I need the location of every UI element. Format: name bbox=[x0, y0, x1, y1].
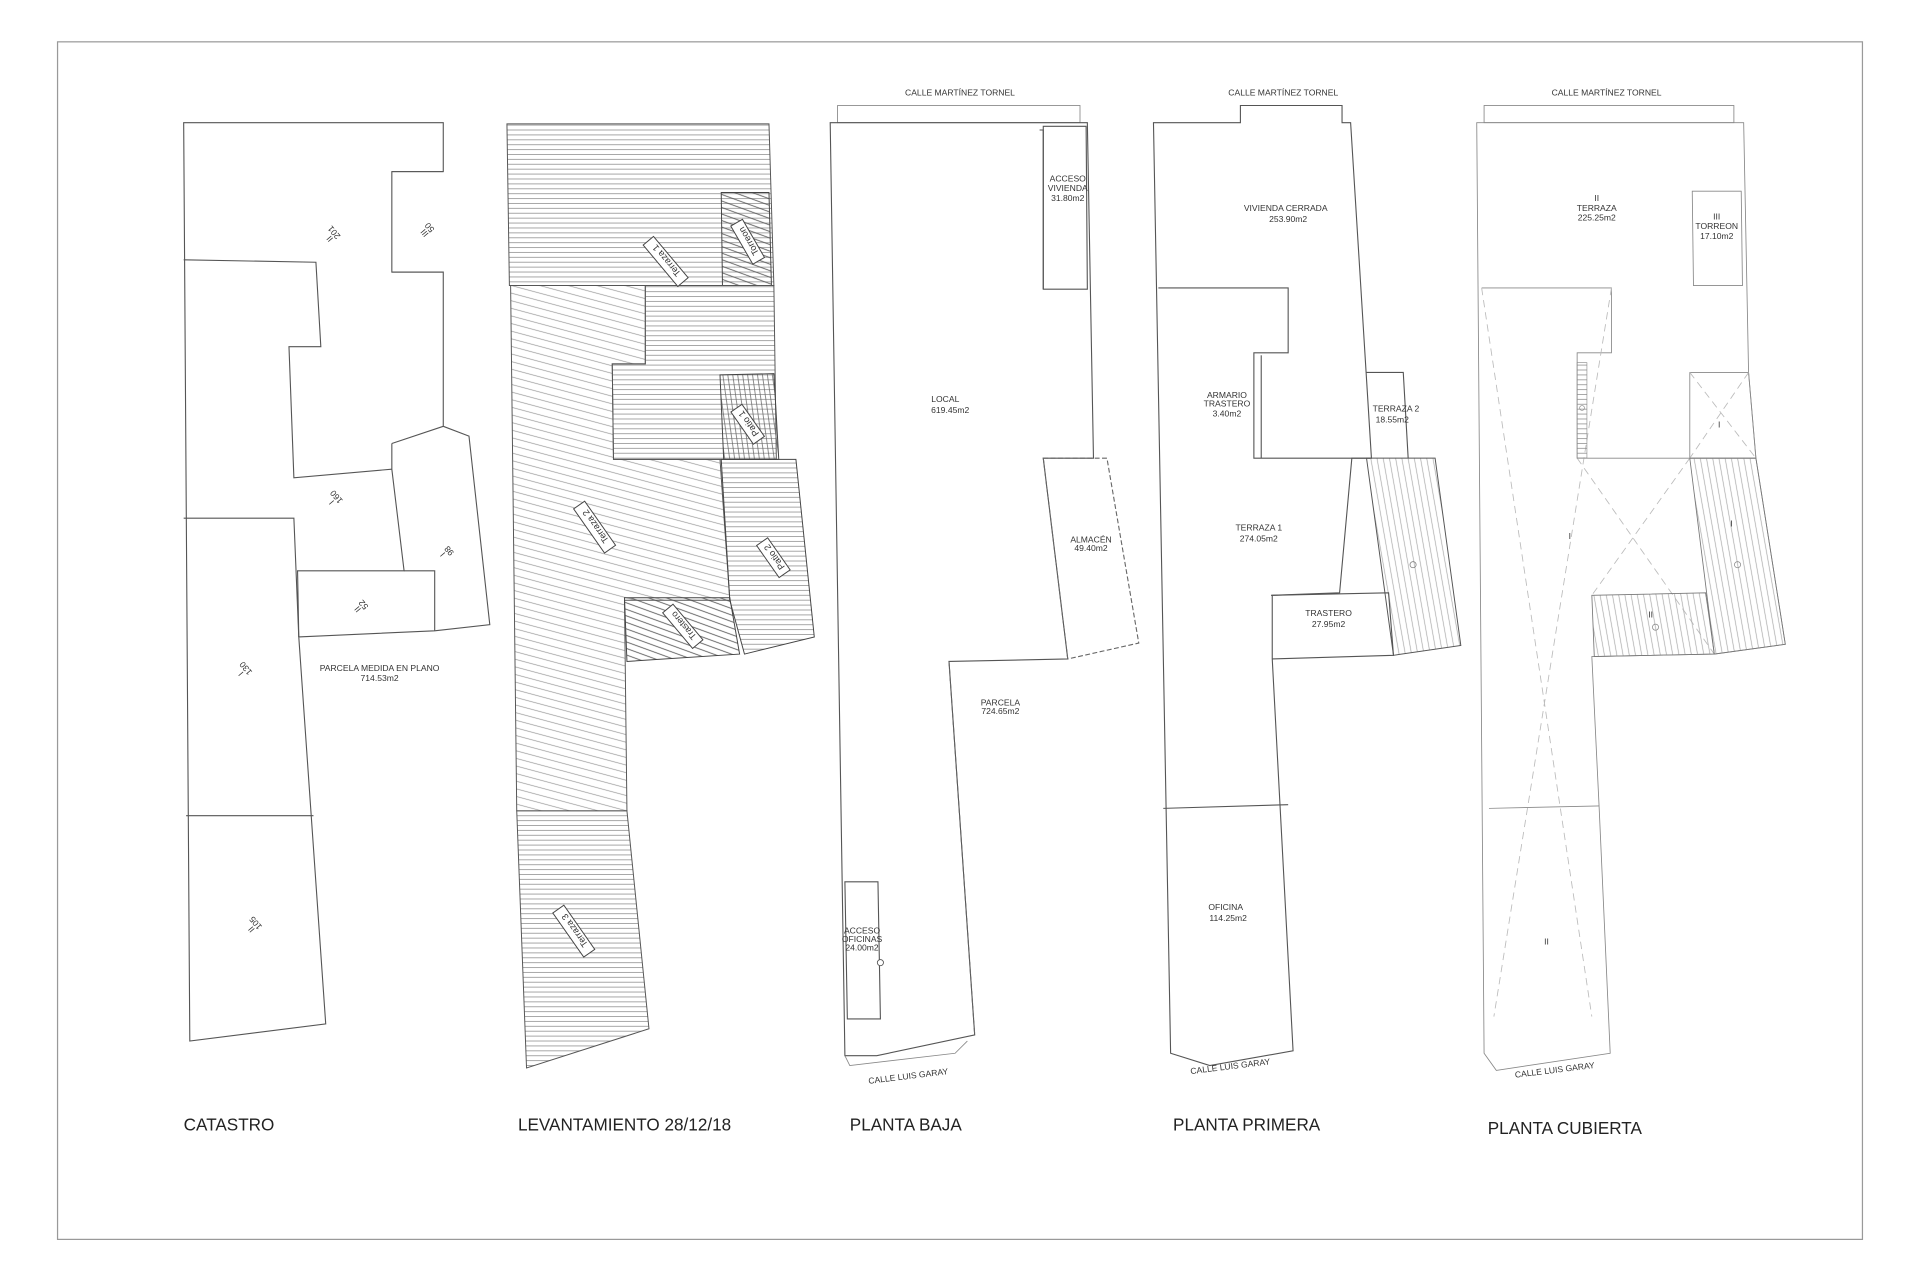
svg-text:II201: II201 bbox=[320, 224, 343, 246]
title-planta-primera: PLANTA PRIMERA bbox=[1173, 1114, 1321, 1134]
room-local-name: LOCAL bbox=[931, 394, 959, 404]
street-north-pc: CALLE MARTÍNEZ TORNEL bbox=[1552, 88, 1662, 98]
level-mark: II bbox=[1544, 936, 1549, 946]
level-mark: I bbox=[1569, 531, 1571, 541]
room-acceso-vivienda-area: 31.80m2 bbox=[1051, 193, 1085, 203]
room-trastero-area: 27.95m2 bbox=[1312, 619, 1346, 629]
room-trastero-name: TRASTERO bbox=[1305, 608, 1352, 618]
street-south-pc: CALLE LUIS GARAY bbox=[1514, 1060, 1595, 1080]
panel-planta-primera: CALLE MARTÍNEZ TORNEL VIVIENDA CERRADA 2… bbox=[1152, 88, 1462, 1134]
room-torreon-area: 17.10m2 bbox=[1700, 231, 1734, 241]
level-mark: I bbox=[1730, 519, 1732, 529]
catastro-lot-4: I bbox=[438, 550, 447, 558]
panel-planta-cubierta: CALLE MARTÍNEZ TORNEL II TERRAZA 225.25m… bbox=[1476, 88, 1786, 1138]
room-terraza-2-area: 18.55m2 bbox=[1376, 415, 1410, 425]
room-acceso-oficinas-name: ACCESO bbox=[844, 925, 881, 935]
catastro-lot-3: I bbox=[327, 498, 336, 506]
level-mark: II bbox=[1648, 609, 1653, 619]
parcel-area: 714.53m2 bbox=[361, 673, 399, 683]
room-parcela-name: PARCELA bbox=[981, 698, 1021, 708]
title-planta-cubierta: PLANTA CUBIERTA bbox=[1488, 1118, 1643, 1138]
panel-levantamiento: Terraza 1 Torreon Patio 1 Terraza 2 Pati… bbox=[506, 123, 815, 1134]
title-levantamiento: LEVANTAMIENTO 28/12/18 bbox=[518, 1114, 731, 1134]
street-north-pb: CALLE MARTÍNEZ TORNEL bbox=[905, 88, 1015, 98]
svg-text:II105: II105 bbox=[241, 914, 264, 936]
panel-planta-baja: CALLE MARTÍNEZ TORNEL ACCESO VIVIENDA 31… bbox=[829, 88, 1140, 1134]
room-terraza-name: TERRAZA bbox=[1577, 203, 1617, 213]
sheet-frame bbox=[56, 41, 1864, 1240]
room-vivienda-cerrada-name: VIVIENDA CERRADA bbox=[1244, 203, 1328, 213]
catastro-lot-7: II bbox=[246, 924, 257, 934]
panel-catastro: II201 III50 I160 I98 II52 I130 II105 PAR… bbox=[183, 122, 491, 1134]
room-armario-area: 3.40m2 bbox=[1213, 409, 1242, 419]
catastro-lot-1: II bbox=[324, 234, 335, 244]
room-terraza-level: II bbox=[1594, 193, 1599, 203]
room-terraza-2-name: TERRAZA 2 bbox=[1373, 404, 1420, 414]
svg-text:II52: II52 bbox=[351, 598, 371, 617]
room-almacen-name: ALMACÉN bbox=[1070, 535, 1111, 545]
level-mark: I bbox=[1718, 420, 1720, 430]
room-local-area: 619.45m2 bbox=[931, 405, 969, 415]
street-south-pp: CALLE LUIS GARAY bbox=[1190, 1056, 1271, 1076]
room-oficina-name: OFICINA bbox=[1208, 902, 1243, 912]
room-almacen-area: 49.40m2 bbox=[1074, 543, 1108, 553]
room-terraza-1-name: TERRAZA 1 bbox=[1235, 522, 1282, 532]
svg-text:I160: I160 bbox=[322, 488, 345, 510]
room-armario-name: ARMARIO bbox=[1207, 390, 1247, 400]
room-terraza-1-area: 274.05m2 bbox=[1240, 533, 1278, 543]
room-oficina-area: 114.25m2 bbox=[1209, 913, 1247, 923]
svg-text:III50: III50 bbox=[417, 221, 437, 240]
room-torreon-name: TORREON bbox=[1695, 221, 1738, 231]
room-terraza-area: 225.25m2 bbox=[1578, 213, 1616, 223]
catastro-lot-5: II bbox=[352, 604, 363, 614]
svg-text:I98: I98 bbox=[436, 544, 456, 563]
room-armario-name2: TRASTERO bbox=[1204, 399, 1251, 409]
parcel-label: PARCELA MEDIDA EN PLANO bbox=[320, 663, 440, 673]
room-torreon-level: III bbox=[1713, 211, 1720, 221]
room-acceso-vivienda-name: ACCESO bbox=[1050, 173, 1087, 183]
room-acceso-vivienda-name2: VIVIENDA bbox=[1048, 183, 1088, 193]
catastro-lot-2: III bbox=[418, 227, 430, 239]
title-catastro: CATASTRO bbox=[184, 1114, 275, 1134]
svg-text:I130: I130 bbox=[232, 660, 255, 682]
catastro-lot-6: I bbox=[236, 670, 245, 678]
title-planta-baja: PLANTA BAJA bbox=[850, 1114, 963, 1134]
room-parcela-area: 724.65m2 bbox=[981, 706, 1019, 716]
room-acceso-oficinas-area: 24.00m2 bbox=[845, 942, 879, 952]
street-north-pp: CALLE MARTÍNEZ TORNEL bbox=[1228, 88, 1338, 98]
room-vivienda-cerrada-area: 253.90m2 bbox=[1269, 214, 1307, 224]
room-acceso-oficinas-name2: OFICINAS bbox=[842, 934, 883, 944]
street-south-pb: CALLE LUIS GARAY bbox=[868, 1066, 949, 1086]
